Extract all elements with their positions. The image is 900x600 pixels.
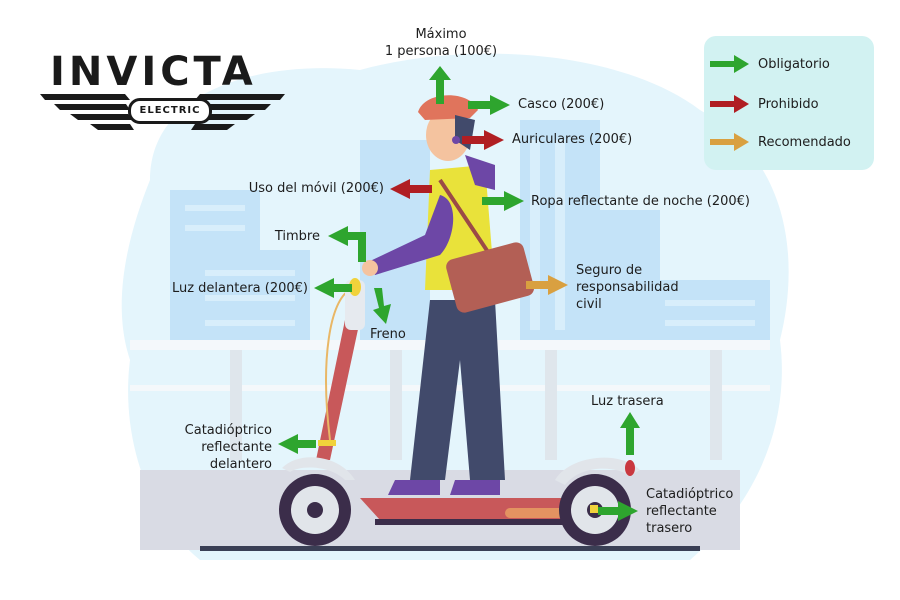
orange-arrow-icon [710,133,749,151]
arrow-left-icon [390,179,432,199]
label-catadioptrico-trasero: Catadióptrico reflectante trasero [646,487,734,536]
logo-wings-icon [40,94,285,130]
label-timbre: Timbre [274,229,320,244]
arrow-right-icon [598,501,638,521]
label-auriculares: Auriculares (200€) [512,132,633,147]
legend-item-prohibido: Prohibido [710,92,819,116]
label-maximo-persona: Máximo 1 persona (100€) [384,27,498,59]
arrow-right-icon [482,191,524,211]
logo-brand: INVICTA [50,49,257,95]
label-seguro-responsabilidad: Seguro de responsabilidad civil [576,263,679,312]
red-arrow-icon [710,95,749,113]
label-luz-trasera: Luz trasera [591,394,664,409]
arrow-right-icon [462,130,504,150]
arrow-right-icon [526,275,568,295]
label-ropa-reflectante: Ropa reflectante de noche (200€) [531,194,750,209]
logo-subtitle: ELECTRIC [128,98,212,124]
arrow-up-icon [620,412,640,455]
arrow-down-icon [373,288,391,324]
label-casco: Casco (200€) [518,97,605,112]
legend-item-obligatorio: Obligatorio [710,52,830,76]
label-uso-movil: Uso del móvil (200€) [248,181,384,196]
arrow-left-icon [314,278,352,298]
green-arrow-icon [710,55,749,73]
arrow-left-icon [278,434,316,454]
legend-label: Obligatorio [758,56,830,72]
legend-item-recomendado: Recomendado [710,130,851,154]
label-freno: Freno [370,327,406,342]
arrow-up-icon [429,66,451,104]
arrow-right-icon [468,95,510,115]
legend-label: Prohibido [758,96,819,112]
label-luz-delantera: Luz delantera (200€) [171,281,308,296]
arrow-elbow-icon [328,226,366,262]
legend-label: Recomendado [758,134,851,150]
legend-box: Obligatorio Prohibido Recomendado [704,36,874,170]
label-catadioptrico-delantero: Catadióptrico reflectante delantero [184,423,272,472]
